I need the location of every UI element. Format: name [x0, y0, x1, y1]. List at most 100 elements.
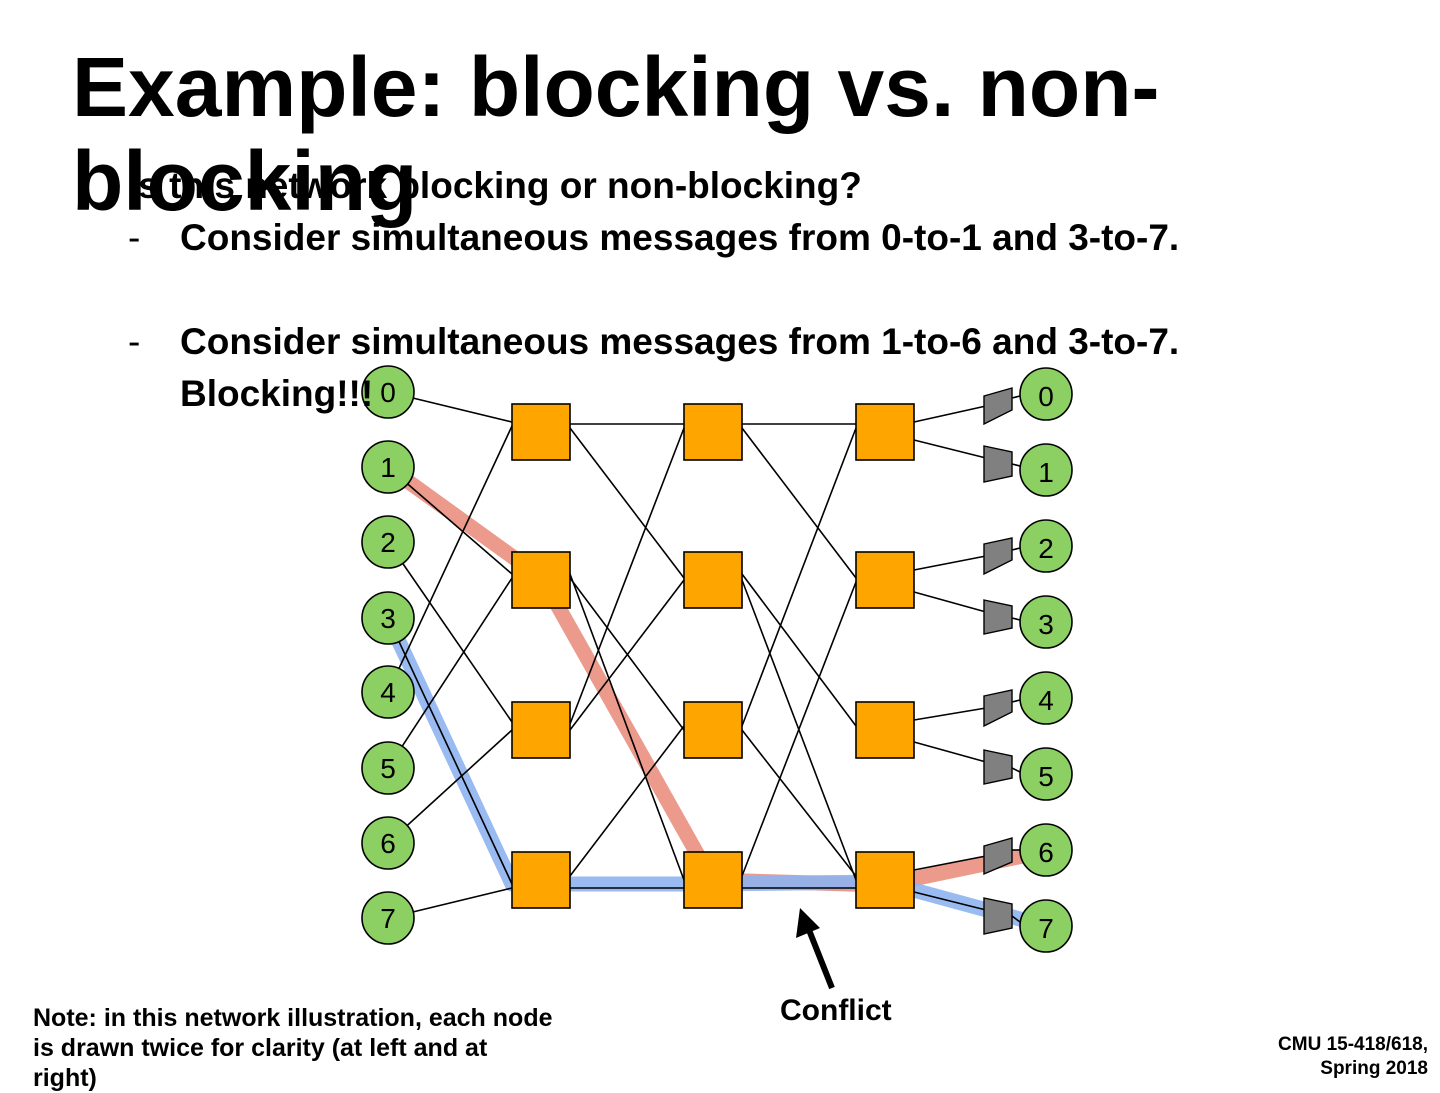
switch [511, 403, 571, 461]
output-node-1 [1019, 443, 1073, 497]
buffer [983, 599, 1013, 635]
wire [1011, 395, 1021, 399]
wire [387, 617, 513, 885]
switch [855, 551, 915, 609]
output-node-label: 6 [1038, 837, 1054, 868]
sub-bullet-1-text: Consider simultaneous messages from 0-to… [180, 217, 1180, 258]
wire [913, 591, 987, 613]
wire [387, 577, 513, 769]
wire [913, 707, 987, 721]
output-node-label: 7 [1038, 913, 1054, 944]
wire [1011, 699, 1021, 703]
wire [913, 555, 987, 571]
wire [741, 573, 857, 727]
input-node-label: 5 [380, 753, 396, 784]
input-node-label: 2 [380, 527, 396, 558]
slide-title: Example: blocking vs. non-blocking [72, 40, 1160, 228]
output-buffers [983, 387, 1013, 935]
sub-bullet-dash: - [128, 217, 141, 258]
switch [855, 403, 915, 461]
wire [913, 741, 987, 763]
wire [569, 427, 685, 725]
switches [511, 403, 915, 909]
wire [387, 729, 513, 844]
wire [387, 466, 513, 575]
buffer [983, 387, 1013, 426]
bullet-main-text: Is this network blocking or non-blocking… [128, 165, 862, 206]
switch [511, 851, 571, 909]
output-node-label: 2 [1038, 533, 1054, 564]
wire [741, 729, 857, 877]
input-node-0 [361, 365, 415, 419]
wire [741, 581, 857, 877]
input-node-label: 4 [380, 677, 396, 708]
input-node-label: 0 [380, 377, 396, 408]
sub-bullet-dash: - [128, 321, 141, 362]
input-node-3 [361, 591, 415, 645]
wire [741, 427, 857, 579]
input-node-label: 1 [380, 452, 396, 483]
input-node-1 [361, 440, 415, 494]
output-node-2 [1019, 519, 1073, 573]
input-node-7 [361, 891, 415, 945]
output-node-label: 4 [1038, 685, 1054, 716]
input-node-label: 7 [380, 903, 396, 934]
buffer [983, 689, 1013, 728]
input-node-5 [361, 741, 415, 795]
footer-term: Spring 2018 [1320, 1058, 1428, 1079]
wire [913, 891, 987, 911]
output-nodes [1019, 367, 1073, 953]
diagram-note: Note: in this network illustration, each… [33, 1004, 553, 1092]
switch [683, 701, 743, 759]
switch [855, 851, 915, 909]
wire [1011, 617, 1021, 621]
input-node-4 [361, 665, 415, 719]
output-node-label: 0 [1038, 381, 1054, 412]
output-node-4 [1019, 671, 1073, 725]
output-node-label: 3 [1038, 609, 1054, 640]
footer-course: CMU 15-418/618, [1278, 1034, 1428, 1055]
output-node-5 [1019, 747, 1073, 801]
switch [511, 551, 571, 609]
output-node-0 [1019, 367, 1073, 421]
wire [741, 427, 857, 727]
input-node-label: 3 [380, 603, 396, 634]
conflict-label: Conflict [780, 994, 892, 1027]
input-node-2 [361, 515, 415, 569]
wire [913, 439, 987, 459]
network-wires [387, 391, 1021, 923]
conflict-arrow-shaft [806, 928, 835, 990]
bullet-dot: • [108, 165, 121, 206]
sub-bullet-2-text: Consider simultaneous messages from 1-to… [180, 321, 1180, 414]
conflict-arrow-icon [796, 908, 835, 990]
output-node-3 [1019, 595, 1073, 649]
input-node-6 [361, 816, 415, 870]
switch [683, 403, 743, 461]
wire [1011, 915, 1021, 923]
footer: CMU 15-418/618, Spring 2018 [1278, 1033, 1428, 1081]
wire [569, 573, 685, 881]
switch [511, 701, 571, 759]
output-node-7 [1019, 899, 1073, 953]
switch [855, 701, 915, 759]
output-node-labels: 0 1 2 3 4 5 6 7 [1038, 381, 1054, 944]
buffer [983, 445, 1013, 483]
wire [1011, 463, 1021, 467]
wire [913, 855, 987, 871]
input-node-label: 6 [380, 828, 396, 859]
output-node-label: 1 [1038, 457, 1054, 488]
buffer [983, 749, 1013, 785]
input-node-labels: 0 1 2 3 4 5 6 7 [380, 377, 396, 934]
input-nodes [361, 365, 415, 945]
output-node-label: 5 [1038, 761, 1054, 792]
buffer [983, 897, 1013, 935]
wire [913, 405, 987, 423]
buffer [983, 837, 1013, 876]
wire [1011, 547, 1021, 551]
wire [387, 425, 513, 693]
conflict-arrow-head [796, 908, 820, 938]
wire [569, 579, 685, 731]
wire [387, 541, 513, 723]
switch [683, 851, 743, 909]
